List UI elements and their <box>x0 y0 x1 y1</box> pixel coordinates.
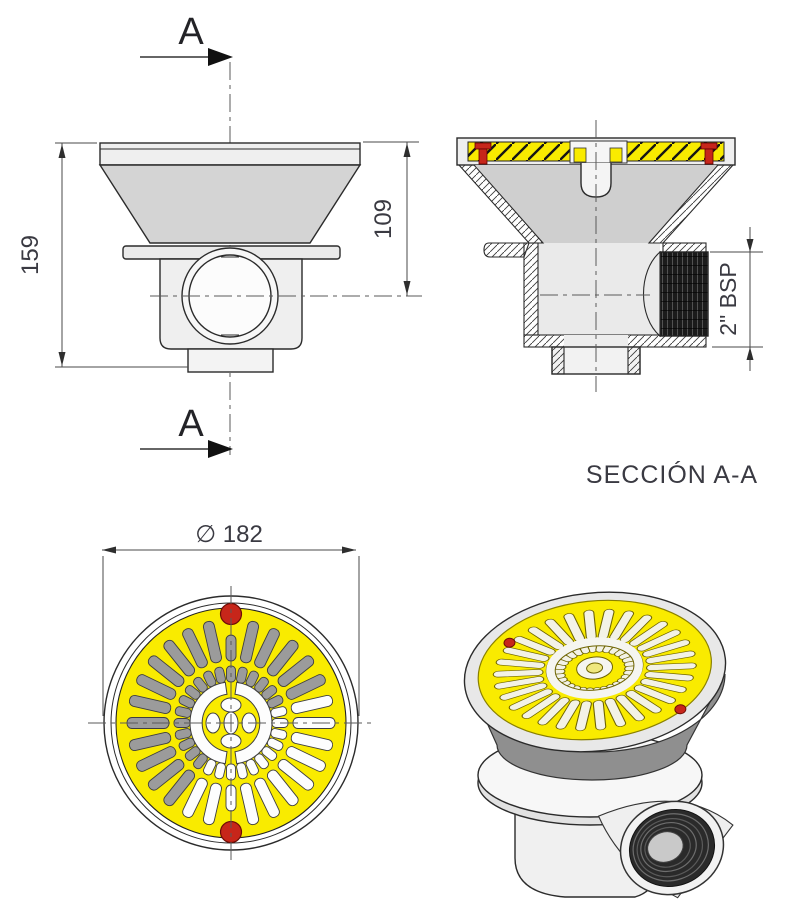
spigot-opening <box>564 335 628 347</box>
grate-center-block-right <box>609 147 623 163</box>
thread-bore-curve <box>643 250 661 338</box>
section-lug-left <box>483 242 530 258</box>
dim-thread: 2" BSP <box>710 227 763 371</box>
section-wall-right <box>647 164 735 244</box>
section-marker-top: A <box>140 11 233 66</box>
section-marker-bottom-label: A <box>178 403 204 445</box>
iso-outlet <box>597 800 734 899</box>
section-view: 2" BSP SECCIÓN A-A <box>456 120 763 489</box>
iso-grate-hub <box>545 637 644 699</box>
dim-outlet-height: 109 <box>363 141 419 296</box>
cut-arrow-head-top <box>208 48 233 66</box>
screw-right <box>700 142 718 165</box>
front-rim <box>99 142 361 166</box>
front-view: A A 15 <box>17 11 422 458</box>
section-cavity <box>538 243 660 335</box>
section-title: SECCIÓN A-A <box>586 460 758 489</box>
section-body-wall-left <box>523 242 539 336</box>
spigot-wall-right <box>627 346 641 375</box>
iso-screw-1 <box>503 637 516 648</box>
section-marker-bottom: A <box>140 403 233 458</box>
thread-outlet-section <box>643 250 709 338</box>
front-spigot <box>187 348 274 373</box>
iso-grate <box>463 591 727 753</box>
iso-screw-2 <box>674 704 687 715</box>
front-cone <box>98 164 362 244</box>
top-view: ∅ 182 <box>88 521 374 860</box>
top-grate-arc-openings <box>189 681 273 765</box>
dim-outlet-height-value: 109 <box>370 199 397 239</box>
grate-crosssection <box>467 140 725 164</box>
cut-arrow-head-bottom <box>208 440 233 458</box>
dim-diameter-value: ∅ 182 <box>195 521 263 548</box>
dim-diameter: ∅ 182 <box>102 521 360 716</box>
section-cone-interior <box>475 165 717 243</box>
dim-thread-value: 2" BSP <box>715 262 741 335</box>
iso-view <box>463 591 734 899</box>
front-body <box>98 142 422 373</box>
dim-total-height-value: 159 <box>17 235 44 275</box>
grate-center-block-left <box>573 147 587 163</box>
spigot-wall-left <box>551 346 565 375</box>
section-wall-left <box>457 164 545 244</box>
dim-total-height: 159 <box>17 142 188 368</box>
screw-left <box>474 142 492 165</box>
section-marker-top-label: A <box>178 11 204 53</box>
